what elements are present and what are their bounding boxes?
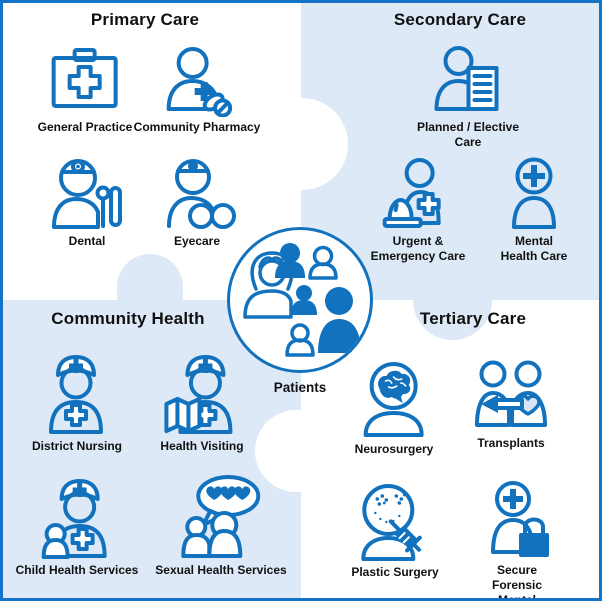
- child-health-label: Child Health Services: [15, 563, 139, 577]
- patients-label: Patients: [273, 380, 327, 395]
- nurse-child-icon: [42, 479, 107, 559]
- emergency-beacon-person-icon: [383, 158, 441, 228]
- magnified-skin-syringe-icon: [361, 484, 422, 561]
- eyecare-label: Eyecare: [173, 234, 221, 248]
- mental-health-cross-person-icon: [512, 157, 556, 229]
- secure-forensic-item: Secure Forensic Mental Health Services: [476, 480, 558, 601]
- health-visiting-item: Health Visiting: [160, 350, 244, 454]
- nurse-map-icon: [163, 355, 232, 434]
- first-aid-kit-icon: [51, 48, 118, 108]
- dental-item: Dental: [47, 155, 127, 249]
- plastic-surgery-item: Plastic Surgery: [351, 482, 439, 580]
- secure-forensic-label: Secure Forensic Mental Health Services: [491, 563, 542, 601]
- dentist-icon: [52, 159, 122, 229]
- planned-elective-item: Planned / Elective Care: [403, 45, 534, 150]
- child-health-item: Child Health Services: [15, 474, 139, 578]
- community-pharmacy-item: Community Pharmacy: [133, 45, 261, 135]
- neurosurgery-label: Neurosurgery: [354, 442, 434, 456]
- health-visiting-label: Health Visiting: [160, 439, 244, 453]
- transplant-arrow-heart-icon: [475, 360, 547, 427]
- patients-circle: [227, 227, 373, 373]
- urgent-emergency-item: Urgent & Emergency Care: [370, 157, 466, 264]
- plastic-surgery-label: Plastic Surgery: [351, 565, 439, 579]
- transplants-item: Transplants: [472, 359, 550, 451]
- people-hearts-speech-icon: [180, 475, 260, 558]
- district-nursing-item: District Nursing: [32, 350, 122, 454]
- padlock-mental-health-icon: [491, 481, 549, 557]
- sexual-health-item: Sexual Health Services: [155, 474, 287, 578]
- general-practice-item: General Practice: [37, 45, 133, 135]
- optician-glasses-icon: [167, 159, 236, 229]
- nurse-icon: [48, 355, 103, 434]
- tertiary-care-title: Tertiary Care: [419, 309, 527, 328]
- dental-label: Dental: [68, 234, 106, 248]
- community-pharmacy-label: Community Pharmacy: [133, 120, 261, 134]
- person-document-icon: [434, 46, 498, 111]
- brain-head-icon: [363, 362, 424, 437]
- puzzle-tab-up: [117, 254, 183, 301]
- mental-health-care-label: Mental Health Care: [500, 234, 568, 263]
- primary-care-title: Primary Care: [90, 10, 200, 29]
- general-practice-label: General Practice: [37, 120, 133, 134]
- planned-elective-label: Planned / Elective Care: [416, 120, 520, 149]
- eyecare-item: Eyecare: [157, 155, 237, 249]
- patients-group-icon: [243, 243, 361, 357]
- neurosurgery-item: Neurosurgery: [354, 359, 434, 457]
- mental-health-care-item: Mental Health Care: [496, 157, 572, 264]
- district-nursing-label: District Nursing: [31, 439, 123, 453]
- sexual-health-label: Sexual Health Services: [155, 563, 287, 577]
- urgent-emergency-label: Urgent & Emergency Care: [370, 234, 466, 263]
- pharmacist-pills-icon: [166, 47, 233, 117]
- secondary-care-title: Secondary Care: [393, 10, 527, 29]
- community-health-title: Community Health: [51, 309, 205, 328]
- transplants-label: Transplants: [477, 436, 545, 450]
